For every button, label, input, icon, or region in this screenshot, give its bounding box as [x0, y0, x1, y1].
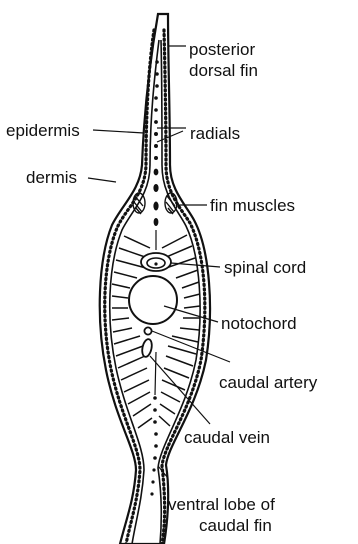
label-ventral-lobe-line2: caudal fin [199, 516, 272, 535]
label-epidermis: epidermis [6, 121, 80, 140]
label-fin-muscles: fin muscles [210, 196, 295, 215]
label-radials: radials [190, 124, 240, 143]
caudal-artery [144, 327, 151, 334]
label-notochord: notochord [221, 314, 297, 333]
label-spinal-cord: spinal cord [224, 258, 306, 277]
label-caudal-artery: caudal artery [219, 373, 317, 392]
label-ventral-lobe-line1: ventral lobe of [168, 495, 275, 514]
caudal-vein [141, 338, 154, 357]
label-caudal-vein: caudal vein [184, 428, 270, 447]
label-dermis: dermis [26, 168, 77, 187]
label-posterior-dorsal-fin-line1: posterior [189, 40, 255, 59]
spinal-cord [141, 253, 171, 271]
notochord [129, 276, 177, 324]
label-posterior-dorsal-fin-line2: dorsal fin [189, 61, 258, 80]
